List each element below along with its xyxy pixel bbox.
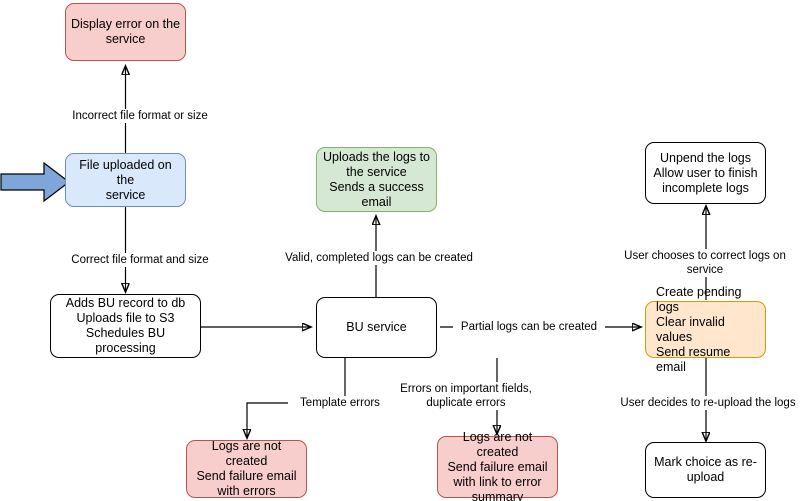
node-mark-choice-as-reupload[interactable]: Mark choice as re- upload (645, 442, 766, 498)
edge-label-user-chooses-correct-logs: User chooses to correct logs on service (603, 249, 801, 277)
node-create-pending-logs[interactable]: Create pending logs Clear invalid values… (645, 285, 766, 374)
node-logs-not-created-error-summary[interactable]: Logs are not created Send failure email … (437, 430, 558, 501)
node-file-uploaded-on-service[interactable]: File uploaded on the service (65, 153, 186, 207)
edge-label-valid-completed-logs: Valid, completed logs can be created (274, 251, 484, 265)
edge-label-errors-important-fields: Errors on important fields, duplicate er… (392, 382, 540, 410)
node-unpend-the-logs[interactable]: Unpend the logs Allow user to finish inc… (645, 142, 766, 204)
node-logs-not-created-with-errors[interactable]: Logs are not created Send failure email … (186, 439, 307, 498)
node-adds-bu-record[interactable]: Adds BU record to db Uploads file to S3 … (50, 294, 201, 358)
entry-block-arrow (0, 161, 70, 203)
edge-label-template-errors: Template errors (288, 396, 392, 410)
edge-label-user-decides-reupload: User decides to re-upload the logs (612, 396, 801, 410)
edge-label-partial-logs: Partial logs can be created (453, 320, 605, 334)
edge-label-incorrect-file-format: Incorrect file format or size (55, 109, 225, 123)
node-bu-service[interactable]: BU service (316, 297, 437, 358)
edge-label-correct-file-format: Correct file format and size (58, 253, 222, 267)
node-display-error[interactable]: Display error on the service (65, 3, 186, 61)
node-uploads-the-logs[interactable]: Uploads the logs to the service Sends a … (316, 147, 437, 212)
